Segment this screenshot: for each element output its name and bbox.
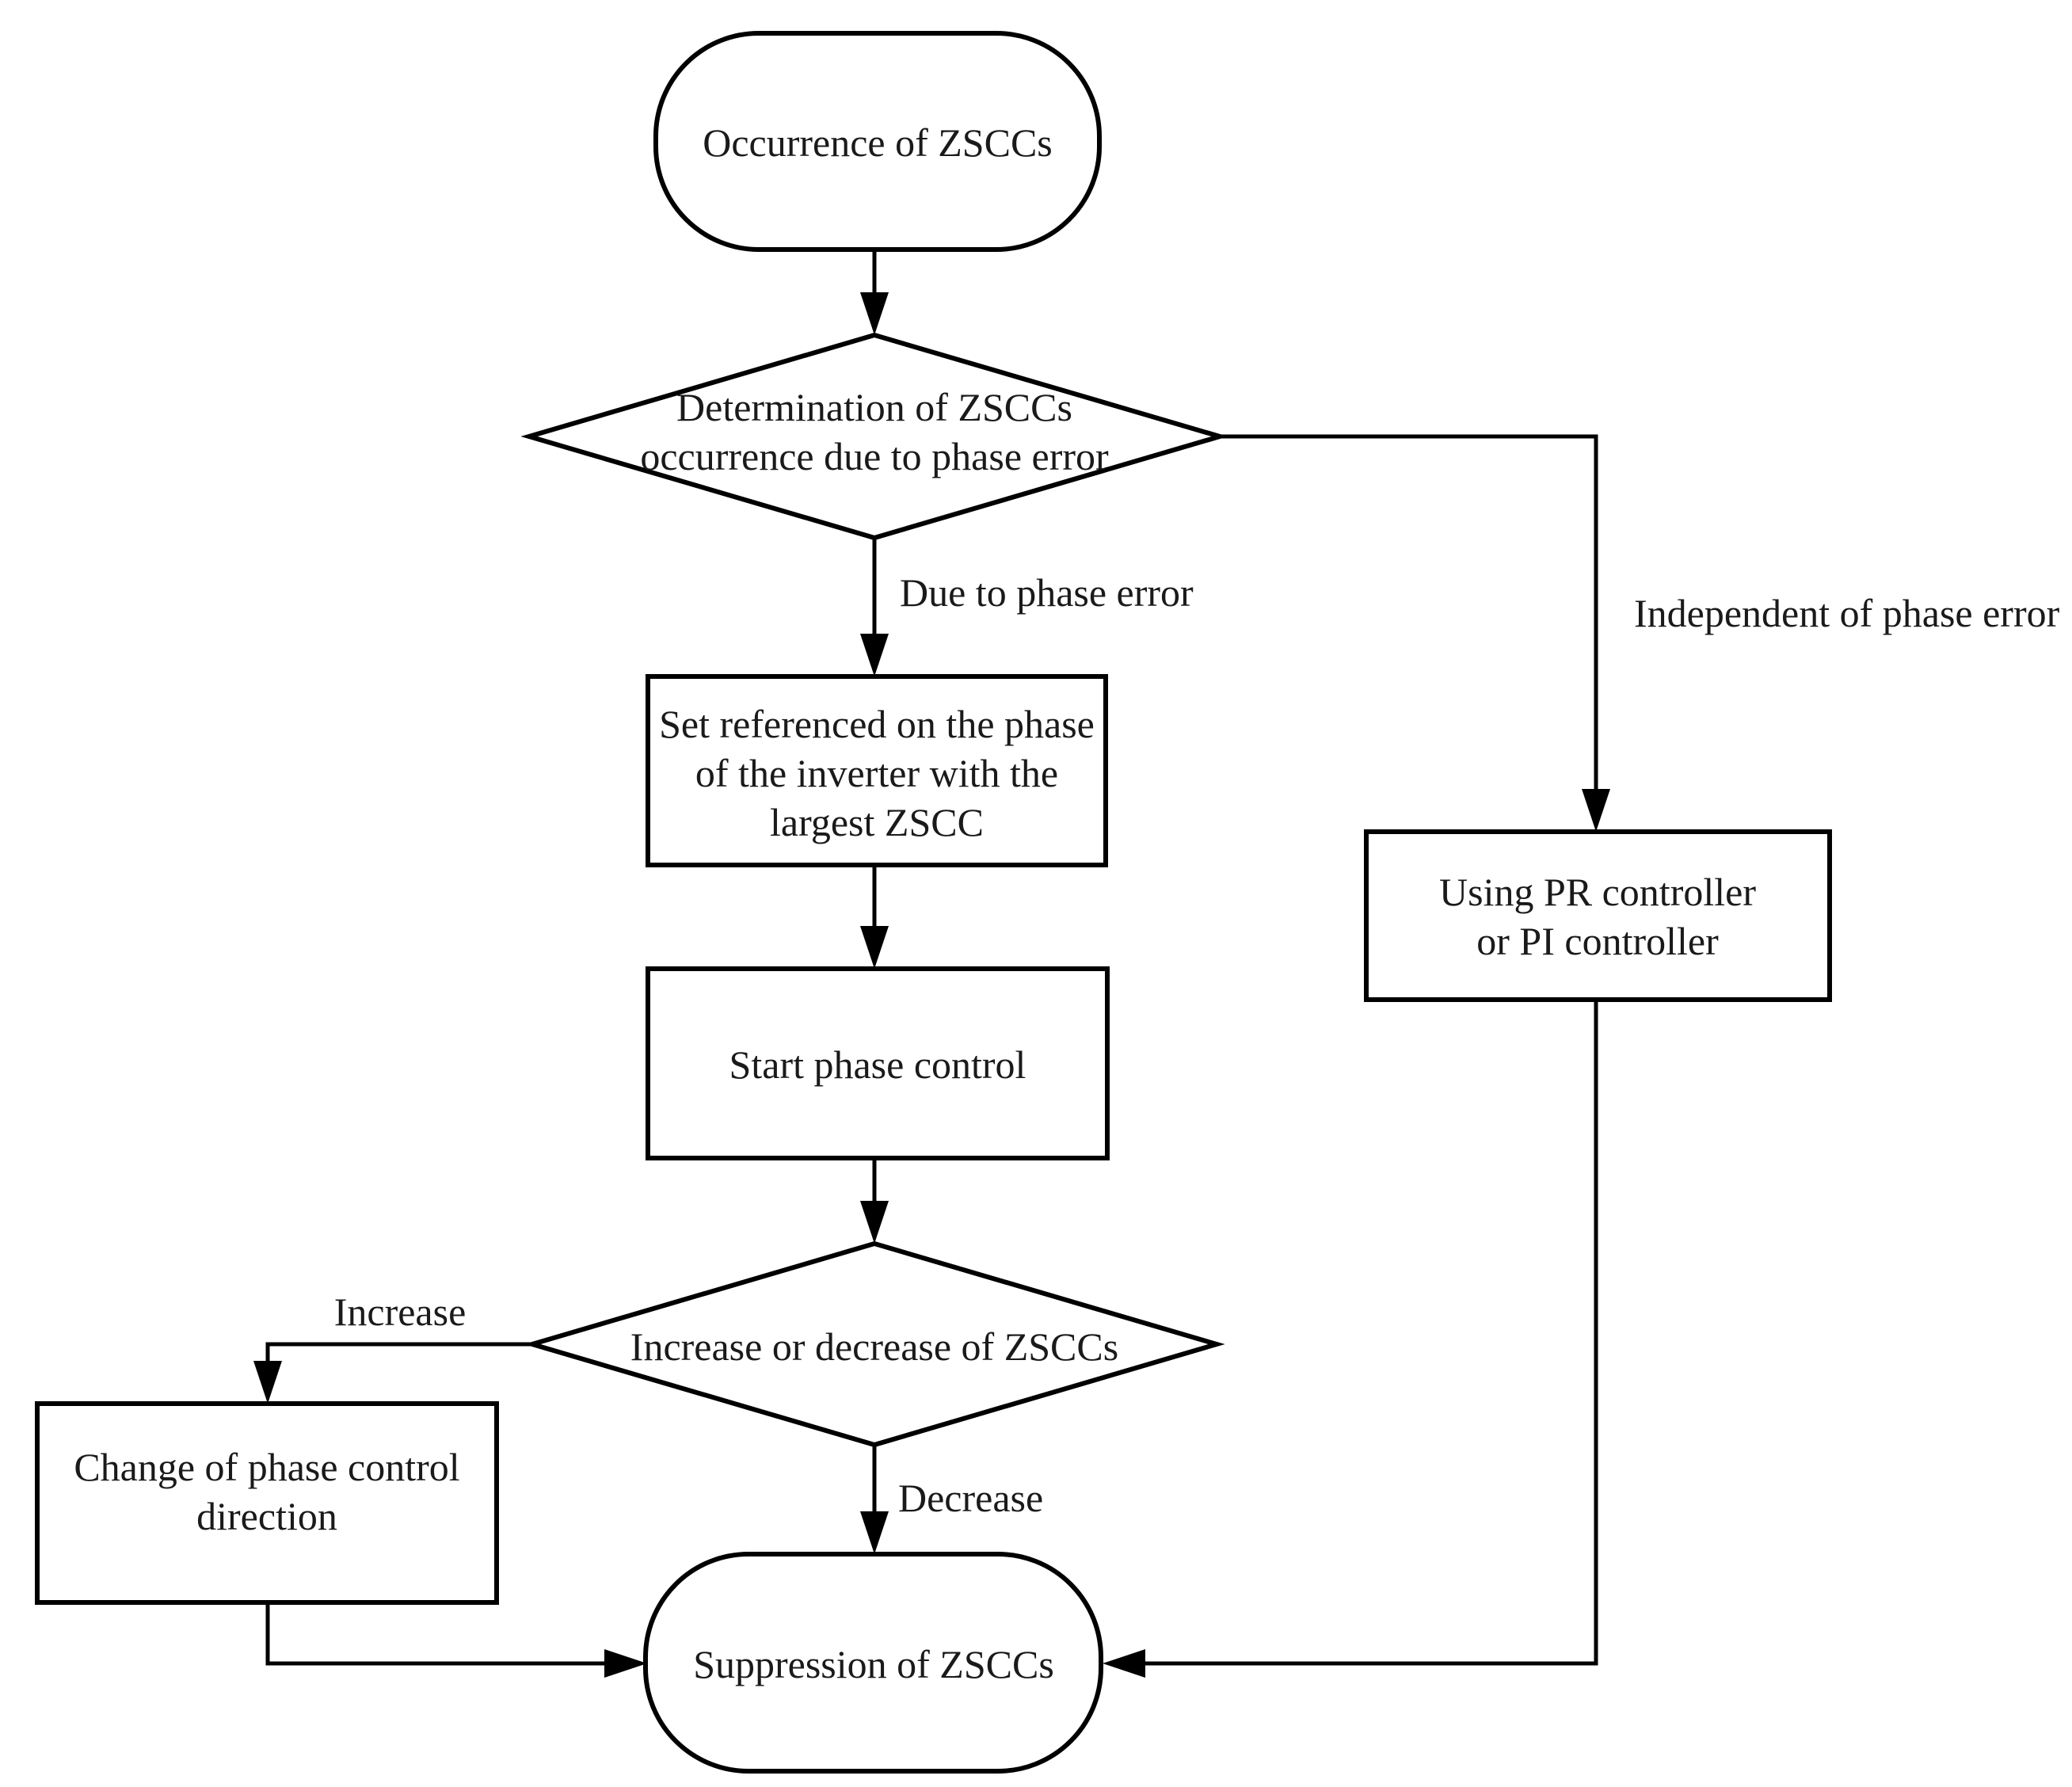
edge-label-group: Due to phase error Independent of phase … (334, 570, 2060, 1520)
arrowhead-into-decision2 (860, 1201, 889, 1244)
set-reference-line2: of the inverter with the (695, 751, 1058, 795)
node-change-direction: Change of phase control direction (35, 1401, 499, 1605)
edge-decision1-to-controller (1220, 434, 1598, 798)
arrowhead-into-controller (1582, 789, 1610, 832)
node-decision-zscc-trend: Increase or decrease of ZSCCs (524, 1240, 1225, 1448)
pr-pi-controller-line1: Using PR controller (1439, 870, 1756, 914)
edge-decision2-to-changedirection (265, 1342, 532, 1370)
arrowhead-into-end-right (1103, 1649, 1145, 1678)
edge-label-increase: Increase (334, 1290, 467, 1334)
arrowhead-into-end-top (860, 1511, 889, 1554)
node-pr-pi-controller: Using PR controller or PI controller (1364, 829, 1832, 1002)
node-end-terminator: Suppression of ZSCCs (643, 1552, 1103, 1774)
node-decision-phase-error: Determination of ZSCCs occurrence due to… (520, 332, 1228, 541)
process-shape-start-phase-control (646, 966, 1110, 1160)
arrowhead-into-startcontrol (860, 926, 889, 969)
node-set-reference: Set referenced on the phase of the inver… (646, 674, 1108, 867)
pr-pi-controller-line2: or PI controller (1476, 919, 1719, 963)
change-direction-line1: Change of phase control (74, 1445, 459, 1489)
change-direction-line2: direction (196, 1494, 337, 1538)
edge-label-independent-of-phase-error: Independent of phase error (1634, 591, 2060, 635)
set-reference-line3: largest ZSCC (770, 800, 984, 844)
start-phase-control-label: Start phase control (729, 1042, 1026, 1087)
start-terminator-label: Occurrence of ZSCCs (703, 120, 1053, 165)
arrowhead-into-setreference (860, 634, 889, 676)
decision-phase-error-line2: occurrence due to phase error (640, 434, 1109, 478)
process-shape-change-direction (35, 1401, 499, 1605)
decision-zscc-trend-label: Increase or decrease of ZSCCs (630, 1324, 1118, 1369)
node-start-phase-control: Start phase control (646, 966, 1110, 1160)
decision-phase-error-line1: Determination of ZSCCs (676, 385, 1072, 429)
edge-changedirection-to-end (265, 1602, 614, 1666)
terminator-shape-end (643, 1552, 1103, 1774)
process-shape-set-reference (646, 674, 1108, 867)
edge-controller-to-end (1136, 1000, 1598, 1666)
decision-shape-phase-error (520, 332, 1228, 541)
edge-label-due-to-phase-error: Due to phase error (900, 570, 1194, 615)
arrowhead-into-decision1 (860, 292, 889, 335)
terminator-shape-start (653, 31, 1102, 252)
arrowhead-into-end-left (604, 1649, 647, 1678)
decision-shape-zscc-trend (524, 1240, 1225, 1448)
flow-edges (253, 250, 1610, 1678)
node-start-terminator: Occurrence of ZSCCs (653, 31, 1102, 252)
edge-label-decrease: Decrease (898, 1476, 1043, 1520)
process-shape-pr-pi-controller (1364, 829, 1832, 1002)
set-reference-line1: Set referenced on the phase (659, 702, 1095, 746)
arrowhead-into-changedirection (253, 1361, 282, 1404)
end-terminator-label: Suppression of ZSCCs (693, 1642, 1054, 1686)
